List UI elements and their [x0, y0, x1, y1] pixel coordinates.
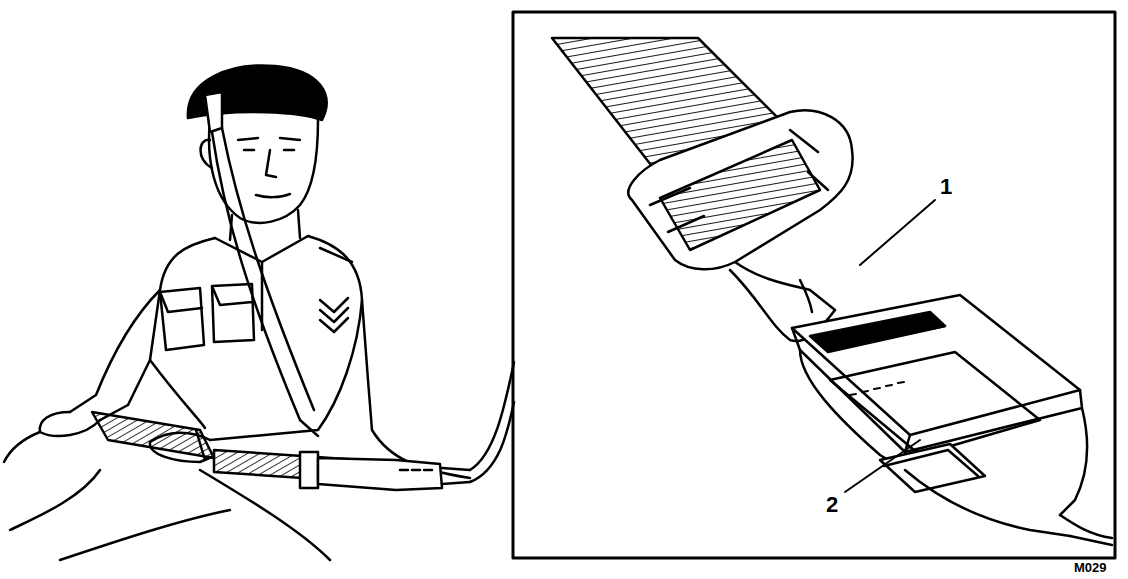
leader-line — [860, 200, 935, 265]
callout-number: 2 — [826, 494, 838, 516]
inset-frame — [513, 12, 1115, 558]
soldier-figure — [4, 65, 470, 560]
callout-number: 1 — [940, 176, 952, 198]
zoom-line — [470, 362, 514, 470]
zoom-line — [470, 402, 514, 482]
leader-line — [845, 440, 920, 492]
buckle-closeup — [552, 38, 1112, 545]
figure-code: M029 — [1074, 561, 1107, 574]
